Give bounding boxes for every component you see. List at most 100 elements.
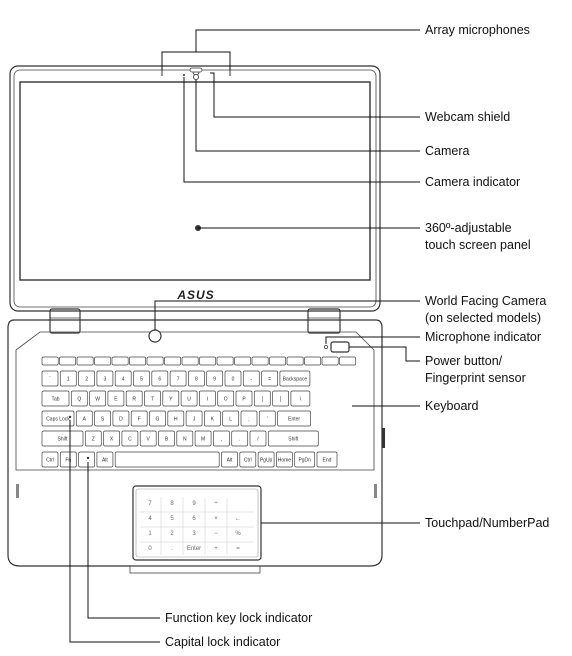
key-r2-12[interactable]: [ — [253, 390, 271, 407]
key-r3-9[interactable]: K — [204, 410, 221, 427]
key-r4-2[interactable]: Z — [84, 430, 102, 447]
key-r4-3[interactable]: X — [103, 430, 120, 447]
key-r1-2[interactable]: 1 — [59, 370, 77, 387]
function-key-11[interactable] — [216, 356, 234, 366]
key-r2-2[interactable]: Q — [70, 390, 88, 407]
key-r2-4[interactable]: E — [107, 390, 125, 407]
key-r2-9[interactable]: I — [199, 390, 216, 407]
key-r2-8[interactable]: U — [180, 390, 198, 407]
key-r5-9[interactable]: Home — [276, 451, 293, 468]
key-r2-11[interactable]: P — [235, 390, 253, 407]
numberpad-key[interactable]: = — [236, 546, 240, 552]
key-r5-2[interactable]: Fn — [59, 451, 77, 468]
key-r3-4[interactable]: D — [112, 410, 130, 427]
key-r2-3[interactable]: W — [89, 390, 106, 407]
numberpad-key[interactable]: 0 — [148, 546, 152, 552]
function-key-9[interactable] — [181, 356, 199, 366]
key-r3-1[interactable]: Caps Lock — [41, 410, 75, 427]
numberpad-key[interactable]: 8 — [170, 501, 174, 507]
key-r3-5[interactable]: F — [130, 410, 148, 427]
key-r5-3[interactable] — [78, 451, 95, 468]
numberpad-key[interactable]: + — [214, 546, 218, 552]
function-key-12[interactable] — [234, 356, 252, 366]
key-r5-1[interactable]: Ctrl — [41, 451, 59, 468]
key-r4-6[interactable]: B — [158, 430, 175, 447]
key-r4-9[interactable]: , — [213, 430, 230, 447]
key-r1-7[interactable]: 6 — [151, 370, 169, 387]
key-r3-12[interactable]: ' — [258, 410, 276, 427]
function-key-14[interactable] — [269, 356, 287, 366]
key-r4-12[interactable]: Shift — [267, 430, 319, 447]
function-key-5[interactable] — [111, 356, 129, 366]
key-r1-14[interactable]: Backspace — [279, 370, 311, 387]
key-r4-10[interactable]: . — [231, 430, 249, 447]
function-key-3[interactable] — [76, 356, 94, 366]
key-r1-5[interactable]: 4 — [114, 370, 132, 387]
key-r5-8[interactable]: PgUp — [257, 451, 275, 468]
function-key-17[interactable] — [321, 356, 339, 366]
numberpad-key[interactable]: 6 — [192, 516, 196, 522]
key-r1-11[interactable]: 0 — [224, 370, 242, 387]
key-r4-4[interactable]: C — [121, 430, 139, 447]
numberpad-key[interactable]: 7 — [148, 501, 152, 507]
numberpad-key[interactable]: 1 — [148, 531, 152, 537]
key-r5-10[interactable]: PgDn — [294, 451, 316, 468]
key-r3-13[interactable]: Enter — [277, 410, 311, 427]
key-r1-13[interactable]: = — [261, 370, 278, 387]
key-r3-3[interactable]: S — [94, 410, 111, 427]
key-r5-4[interactable]: Alt — [96, 451, 114, 468]
key-r1-9[interactable]: 8 — [188, 370, 205, 387]
function-key-2[interactable] — [59, 356, 77, 366]
key-r2-1[interactable]: Tab — [41, 390, 70, 407]
function-key-8[interactable] — [164, 356, 182, 366]
key-r3-11[interactable]: ; — [240, 410, 258, 427]
numberpad-key[interactable]: ÷ — [214, 501, 218, 507]
numberpad-key[interactable]: ← — [235, 516, 241, 522]
function-key-1[interactable] — [41, 356, 59, 366]
numberpad-key[interactable]: 9 — [192, 501, 196, 507]
key-r2-13[interactable]: ] — [272, 390, 289, 407]
function-key-18[interactable] — [339, 356, 357, 366]
function-key-15[interactable] — [286, 356, 304, 366]
function-key-6[interactable] — [129, 356, 147, 366]
numberpad-key[interactable]: 5 — [170, 516, 174, 522]
key-r2-6[interactable]: T — [144, 390, 161, 407]
key-r1-6[interactable]: 5 — [133, 370, 150, 387]
key-r1-8[interactable]: 7 — [169, 370, 187, 387]
numberpad-key[interactable]: 2 — [170, 531, 174, 537]
function-key-7[interactable] — [146, 356, 164, 366]
numberpad-key[interactable]: − — [214, 531, 218, 537]
key-r5-11[interactable]: End — [316, 451, 338, 468]
key-r2-14[interactable]: \ — [290, 390, 311, 407]
key-r4-7[interactable]: N — [176, 430, 194, 447]
key-r3-7[interactable]: H — [167, 410, 185, 427]
function-key-13[interactable] — [251, 356, 269, 366]
key-r5-7[interactable]: Ctrl — [239, 451, 257, 468]
key-r4-1[interactable]: Shift — [41, 430, 84, 447]
numberpad-key[interactable]: 4 — [148, 516, 152, 522]
function-key-10[interactable] — [199, 356, 217, 366]
key-r2-7[interactable]: Y — [162, 390, 180, 407]
key-r5-6[interactable]: Alt — [221, 451, 238, 468]
key-r4-11[interactable]: / — [249, 430, 267, 447]
key-r4-8[interactable]: M — [194, 430, 212, 447]
key-r4-5[interactable]: V — [139, 430, 157, 447]
key-r5-5[interactable] — [114, 451, 220, 468]
key-r3-10[interactable]: L — [222, 410, 240, 427]
key-r3-8[interactable]: J — [185, 410, 203, 427]
numberpad-key[interactable]: × — [214, 516, 218, 522]
numberpad-key[interactable]: % — [235, 531, 241, 537]
key-r1-12[interactable]: - — [242, 370, 260, 387]
key-r3-2[interactable]: A — [75, 410, 93, 427]
key-r2-5[interactable]: R — [125, 390, 143, 407]
key-r1-3[interactable]: 2 — [78, 370, 95, 387]
key-r1-10[interactable]: 9 — [206, 370, 224, 387]
numberpad-key[interactable]: . — [171, 546, 173, 552]
numberpad-key[interactable]: Enter — [187, 546, 201, 552]
function-key-4[interactable] — [94, 356, 112, 366]
touchpad[interactable]: 7 8 9 ÷ 4 5 6 × ← 1 2 3 −% 0. Enter + = — [132, 485, 262, 561]
key-r1-1[interactable]: ` — [41, 370, 59, 387]
key-r2-10[interactable]: O — [217, 390, 235, 407]
key-r1-4[interactable]: 3 — [96, 370, 114, 387]
numberpad-key[interactable]: 3 — [192, 531, 196, 537]
